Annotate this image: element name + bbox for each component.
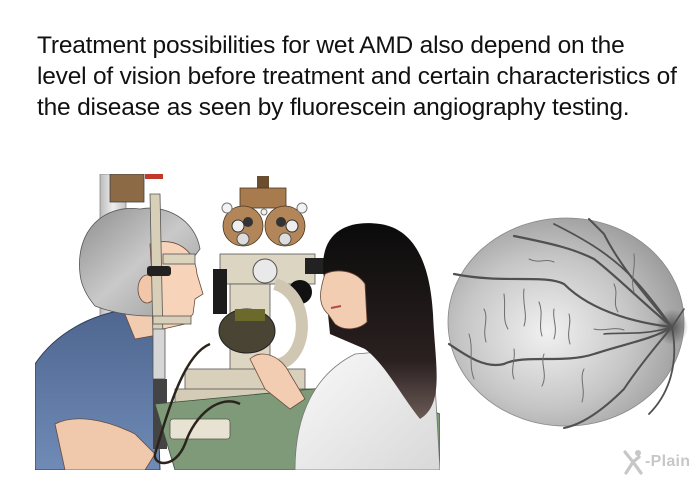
phoropter <box>221 176 308 247</box>
eye-exam-illustration <box>35 174 440 470</box>
x-plain-logo: -Plain <box>622 448 690 476</box>
retina-illustration <box>447 217 688 429</box>
logo-text: -Plain <box>645 453 691 470</box>
slide-caption: Treatment possibilities for wet AMD also… <box>37 32 677 121</box>
x-plain-figure-icon <box>623 450 643 475</box>
